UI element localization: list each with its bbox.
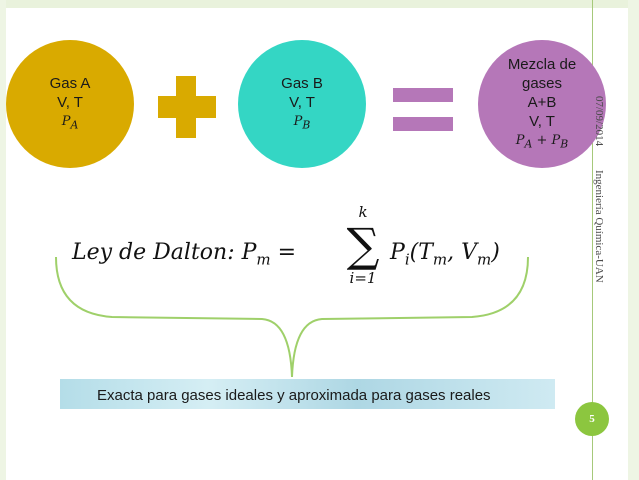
page-number-badge: 5 (575, 402, 609, 436)
equals-sign-top (393, 88, 453, 102)
slide-right-frame (628, 0, 639, 480)
slide-date: 07/09/2014 (593, 96, 605, 147)
slide-top-frame (0, 0, 639, 8)
plus-sign-horizontal (158, 96, 216, 118)
mixture-name-line1: Mezcla de (507, 55, 577, 73)
mixture-composition: A+B (527, 93, 557, 111)
sum-lower-limit: i=1 (349, 269, 377, 287)
gas-b-props: V, T (289, 93, 315, 111)
note-banner-text: Exacta para gases ideales y aproximada p… (97, 387, 491, 404)
mixture-pressure: PA + PB (515, 132, 569, 151)
gas-a-name: Gas A (49, 74, 91, 92)
dalton-formula-rhs: Pi(Tm, Vm) (390, 240, 500, 269)
gas-b-pressure: PB (293, 113, 311, 132)
gas-a-pressure-sub: A (70, 118, 79, 132)
summation: k ∑ i=1 (341, 203, 385, 287)
dalton-formula-lhs: Ley de Dalton: Pm = (72, 240, 297, 269)
gas-a-pressure: PA (61, 113, 79, 132)
mixture-name-line2: gases (521, 74, 563, 92)
curly-brace (55, 256, 529, 378)
slide-left-frame (0, 0, 6, 480)
note-banner (60, 379, 555, 409)
slide-vertical-rule (592, 0, 593, 480)
gas-b-pressure-sub: B (302, 118, 311, 132)
gas-a-circle: Gas A V, T PA (6, 40, 134, 168)
sum-upper-limit: k (358, 203, 368, 221)
slide-institution: Ingeniería Química-UAN (593, 170, 605, 283)
gas-a-props: V, T (57, 93, 83, 111)
gas-b-name: Gas B (281, 74, 323, 92)
mixture-circle: Mezcla de gases A+B V, T PA + PB (478, 40, 606, 168)
mixture-props: V, T (529, 112, 555, 130)
gas-b-circle: Gas B V, T PB (238, 40, 366, 168)
sum-symbol: ∑ (346, 218, 380, 272)
equals-sign-bottom (393, 117, 453, 131)
